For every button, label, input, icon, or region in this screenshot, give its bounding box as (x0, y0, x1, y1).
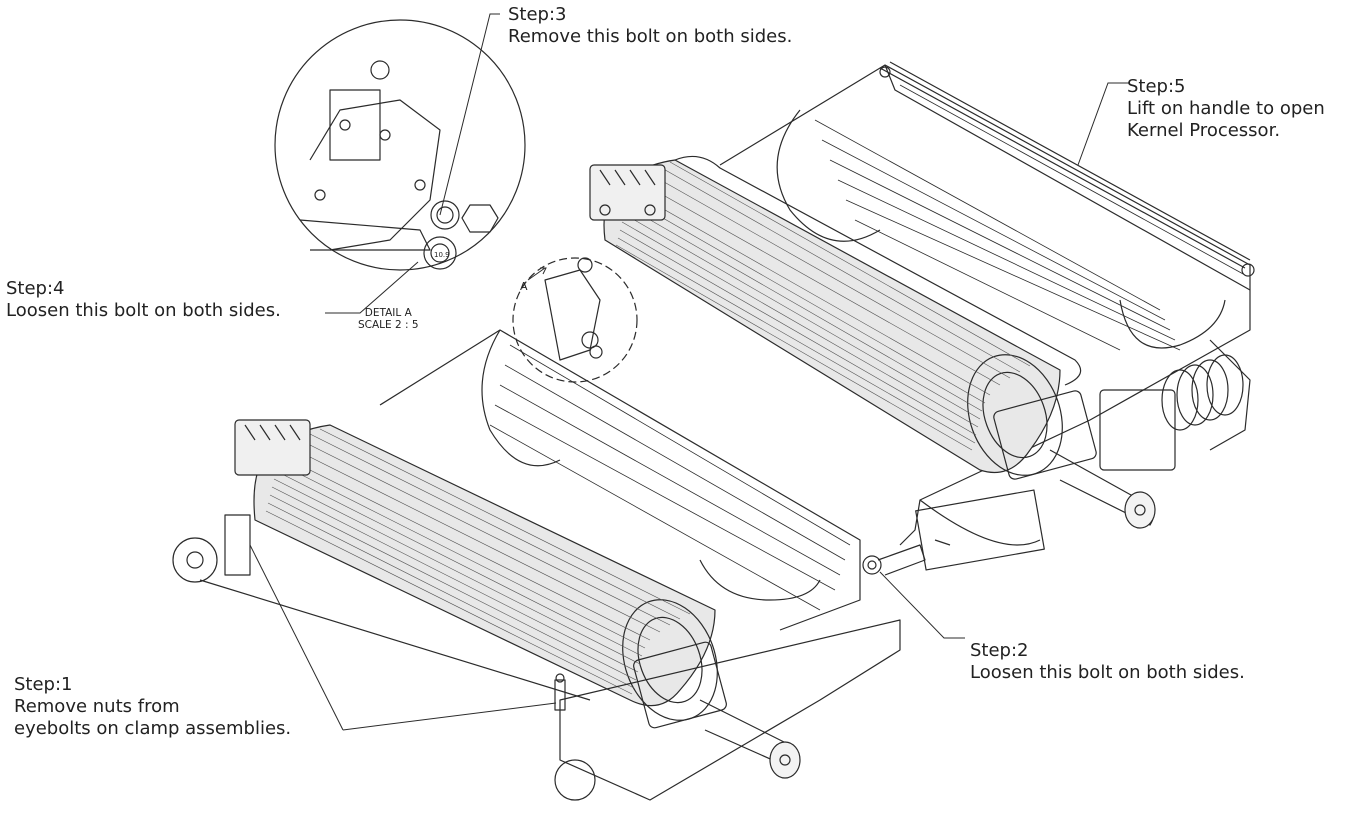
step2-bolt (862, 539, 951, 576)
detail-a-caption: DETAIL A SCALE 2 : 5 (358, 307, 419, 331)
upper-tray-ribs (814, 84, 1246, 351)
lower-tray-ribs (489, 344, 851, 611)
leader-step3 (439, 13, 500, 216)
step5-label: Step:5 Lift on handle to open Kernel Pro… (1127, 76, 1325, 142)
step4-label: Step:4 Loosen this bolt on both sides. (6, 278, 281, 322)
lower-roller-flutes (265, 428, 691, 695)
upper-roller-flutes (615, 161, 1031, 451)
detail-a-view (274, 19, 526, 271)
step2-title: Step:2 (970, 640, 1029, 661)
leader-lines (249, 13, 1130, 731)
lower-tray (379, 329, 861, 631)
eyebolt (554, 673, 566, 711)
detail-a-name: DETAIL A (364, 307, 412, 319)
step3-label: Step:3 Remove this bolt on both sides. (508, 4, 792, 48)
step5-title: Step:5 (1127, 76, 1186, 97)
bolt-grade-marking: 10.9 (434, 251, 450, 259)
step1-label: Step:1 Remove nuts from eyebolts on clam… (14, 674, 291, 740)
upper-bearing (915, 389, 1176, 571)
step4-text: Loosen this bolt on both sides. (6, 300, 281, 321)
lower-roller (253, 424, 718, 721)
step1-title: Step:1 (14, 674, 73, 695)
step1-text-1: Remove nuts from (14, 696, 180, 717)
lower-left-clamp (172, 419, 596, 801)
detail-a-marker (512, 257, 638, 383)
step2-label: Step:2 Loosen this bolt on both sides. (970, 640, 1245, 684)
leader-step4 (325, 261, 419, 314)
step3-title: Step:3 (508, 4, 567, 25)
detail-a-arrow (527, 267, 547, 281)
leader-step1b (249, 544, 344, 731)
detail-a-scale: SCALE 2 : 5 (358, 319, 419, 331)
step5-text-2: Kernel Processor. (1127, 120, 1281, 141)
step2-text: Loosen this bolt on both sides. (970, 662, 1245, 683)
step1-text-2: eyebolts on clamp assemblies. (14, 718, 292, 739)
lift-handle (879, 61, 1255, 277)
spring-assembly (1161, 339, 1251, 451)
leader-step1a (342, 702, 557, 731)
step4-title: Step:4 (6, 278, 65, 299)
lower-bearing (559, 619, 901, 801)
leader-step5 (1077, 82, 1130, 166)
upper-roller (603, 155, 1082, 476)
upper-left-clamp (589, 164, 666, 221)
detail-a-letter: A (520, 280, 528, 293)
leader-step2 (879, 571, 965, 639)
step3-text: Remove this bolt on both sides. (508, 26, 793, 47)
step5-text-1: Lift on handle to open (1127, 98, 1325, 119)
